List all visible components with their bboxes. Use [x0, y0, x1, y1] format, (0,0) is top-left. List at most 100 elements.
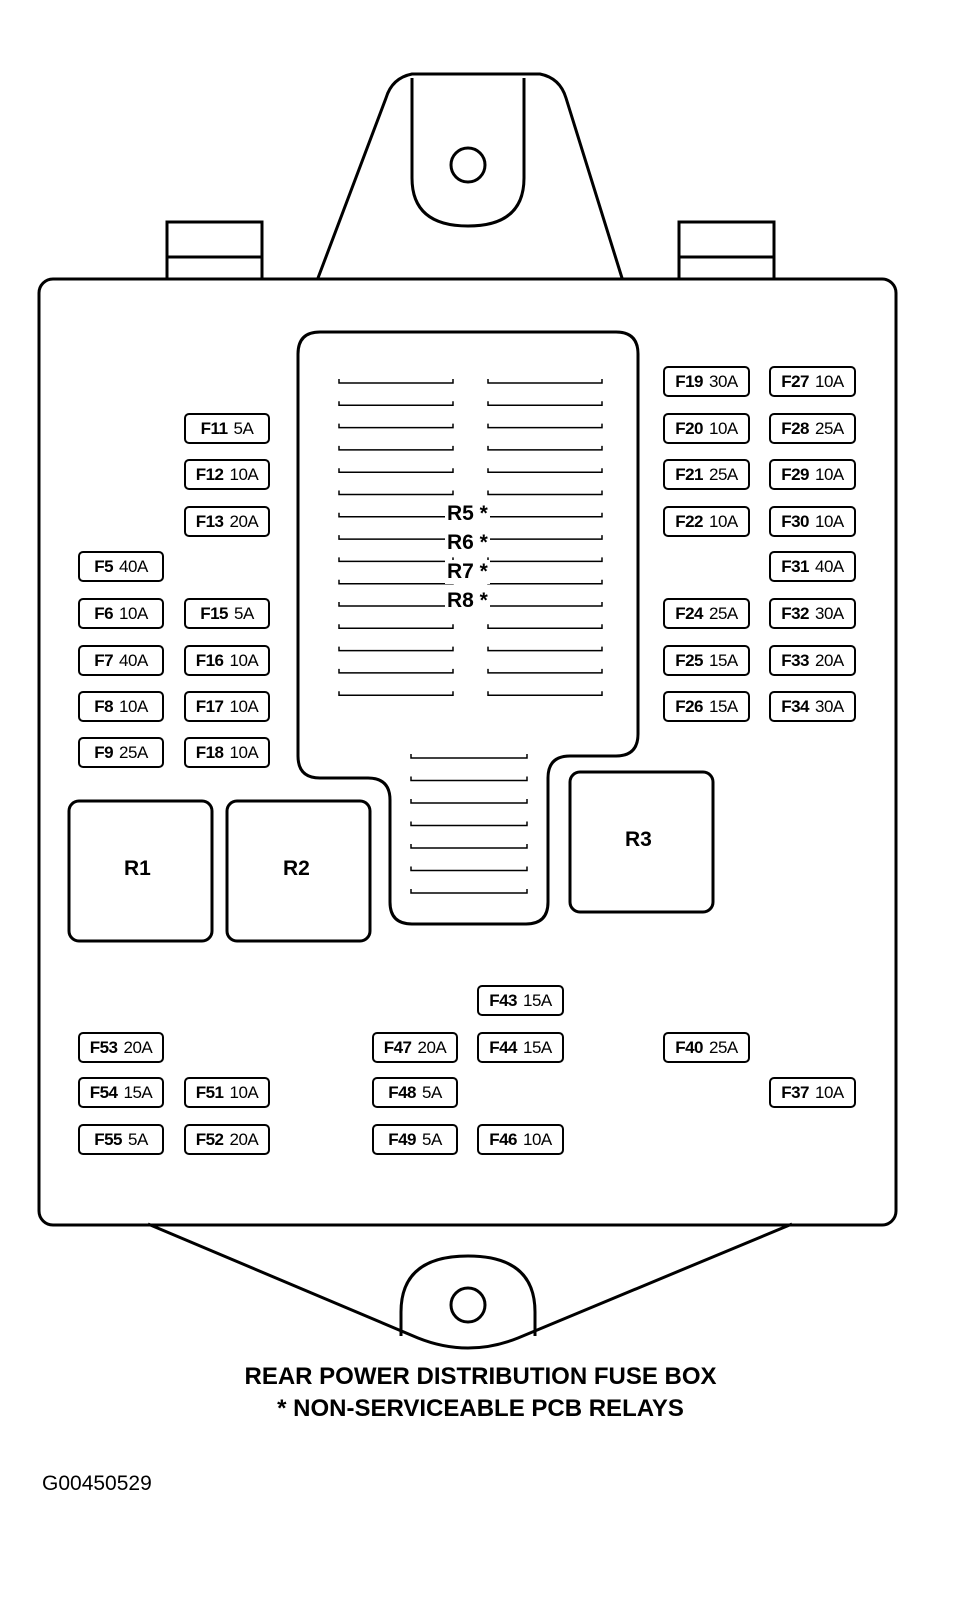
top-tab-inner — [410, 78, 526, 228]
relay-r1-body — [67, 799, 214, 943]
pcb-trace — [338, 646, 454, 652]
pcb-trace — [410, 754, 528, 759]
left-clip — [165, 220, 264, 281]
pcb-trace — [338, 401, 454, 407]
pcb-trace — [487, 557, 603, 563]
pcb-relay-r8-label: R8 * — [445, 589, 490, 613]
fuse-box-housing — [37, 277, 898, 1227]
pcb-trace — [487, 379, 603, 384]
figure-code: G00450529 — [42, 1472, 152, 1495]
relay-r3-label: R3 — [625, 828, 652, 851]
pcb-trace — [338, 624, 454, 630]
pcb-trace — [487, 579, 603, 585]
pcb-trace — [410, 866, 528, 872]
pcb-trace — [487, 668, 603, 674]
pcb-trace — [338, 691, 454, 696]
relay-r2-label: R2 — [283, 857, 310, 880]
pcb-trace — [338, 468, 454, 473]
bottom-mount-hole — [449, 1286, 487, 1324]
pcb-trace — [338, 445, 454, 451]
pcb-trace — [487, 602, 603, 607]
pcb-trace — [487, 490, 603, 496]
pcb-trace — [410, 821, 528, 827]
pcb-trace — [487, 512, 603, 518]
right-clip — [677, 220, 776, 281]
relay-r3-body — [568, 770, 715, 914]
pcb-trace — [487, 468, 603, 473]
pcb-trace — [338, 579, 454, 585]
pcb-trace — [338, 379, 454, 384]
bottom-mounting-tab — [147, 1222, 793, 1350]
pcb-trace — [338, 512, 454, 518]
pcb-trace — [487, 646, 603, 652]
pcb-trace — [487, 401, 603, 407]
pcb-trace — [338, 535, 454, 540]
relay-r2-body — [225, 799, 372, 943]
pcb-trace — [487, 535, 603, 540]
pcb-relay-r5-label: R5 * — [445, 502, 490, 526]
pcb-relay-r7-label: R7 * — [445, 560, 490, 584]
pcb-trace — [338, 423, 454, 429]
pcb-trace — [487, 423, 603, 429]
pcb-trace — [338, 668, 454, 674]
pcb-trace-lines — [338, 379, 603, 894]
top-mounting-tab — [316, 72, 624, 279]
pcb-trace — [338, 602, 454, 607]
pcb-trace — [410, 889, 528, 894]
pcb-trace — [338, 557, 454, 563]
pcb-trace — [487, 691, 603, 696]
pcb-trace — [487, 624, 603, 630]
pcb-trace — [487, 445, 603, 451]
pcb-trace — [410, 776, 528, 782]
pcb-relay-r6-label: R6 * — [445, 531, 490, 555]
pcb-relay-area — [296, 330, 640, 926]
relay-r1-label: R1 — [124, 857, 151, 880]
top-mount-hole — [449, 146, 487, 184]
diagram-footnote: * NON-SERVICEABLE PCB RELAYS — [277, 1395, 684, 1422]
bottom-tab-inner — [399, 1254, 537, 1336]
pcb-trace — [338, 490, 454, 496]
pcb-trace — [410, 799, 528, 804]
